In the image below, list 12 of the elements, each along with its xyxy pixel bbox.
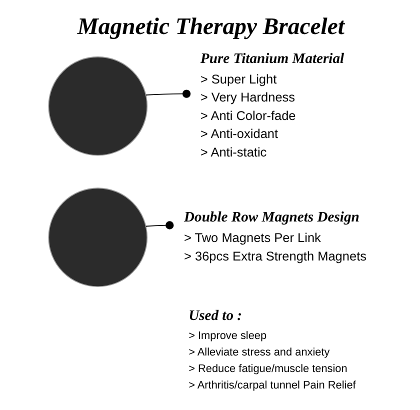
label: > Improve sleep (188, 330, 267, 342)
node-circle (48, 188, 148, 288)
connector (146, 90, 191, 98)
label: Used to : (188, 308, 242, 324)
connector (146, 221, 174, 230)
label: > Alleviate stress and anxiety (188, 346, 330, 359)
node-circle (48, 56, 148, 156)
label: > Reduce fatigue/muscle tension (188, 362, 348, 375)
node-text: Double Row Magnets Design > Two Magnets Per Link > 36pcs Extra Strength Magnets (184, 210, 367, 264)
label: > Arthritis/carpal tunnel Pain Relief (188, 379, 356, 392)
node-text: Pure Titanium Material > Super Light > Very Hardness > Anti Color-fade > Anti-oxidant > Anti-static (200, 51, 344, 160)
diagram-title: Magnetic Therapy Bracelet (77, 14, 344, 40)
